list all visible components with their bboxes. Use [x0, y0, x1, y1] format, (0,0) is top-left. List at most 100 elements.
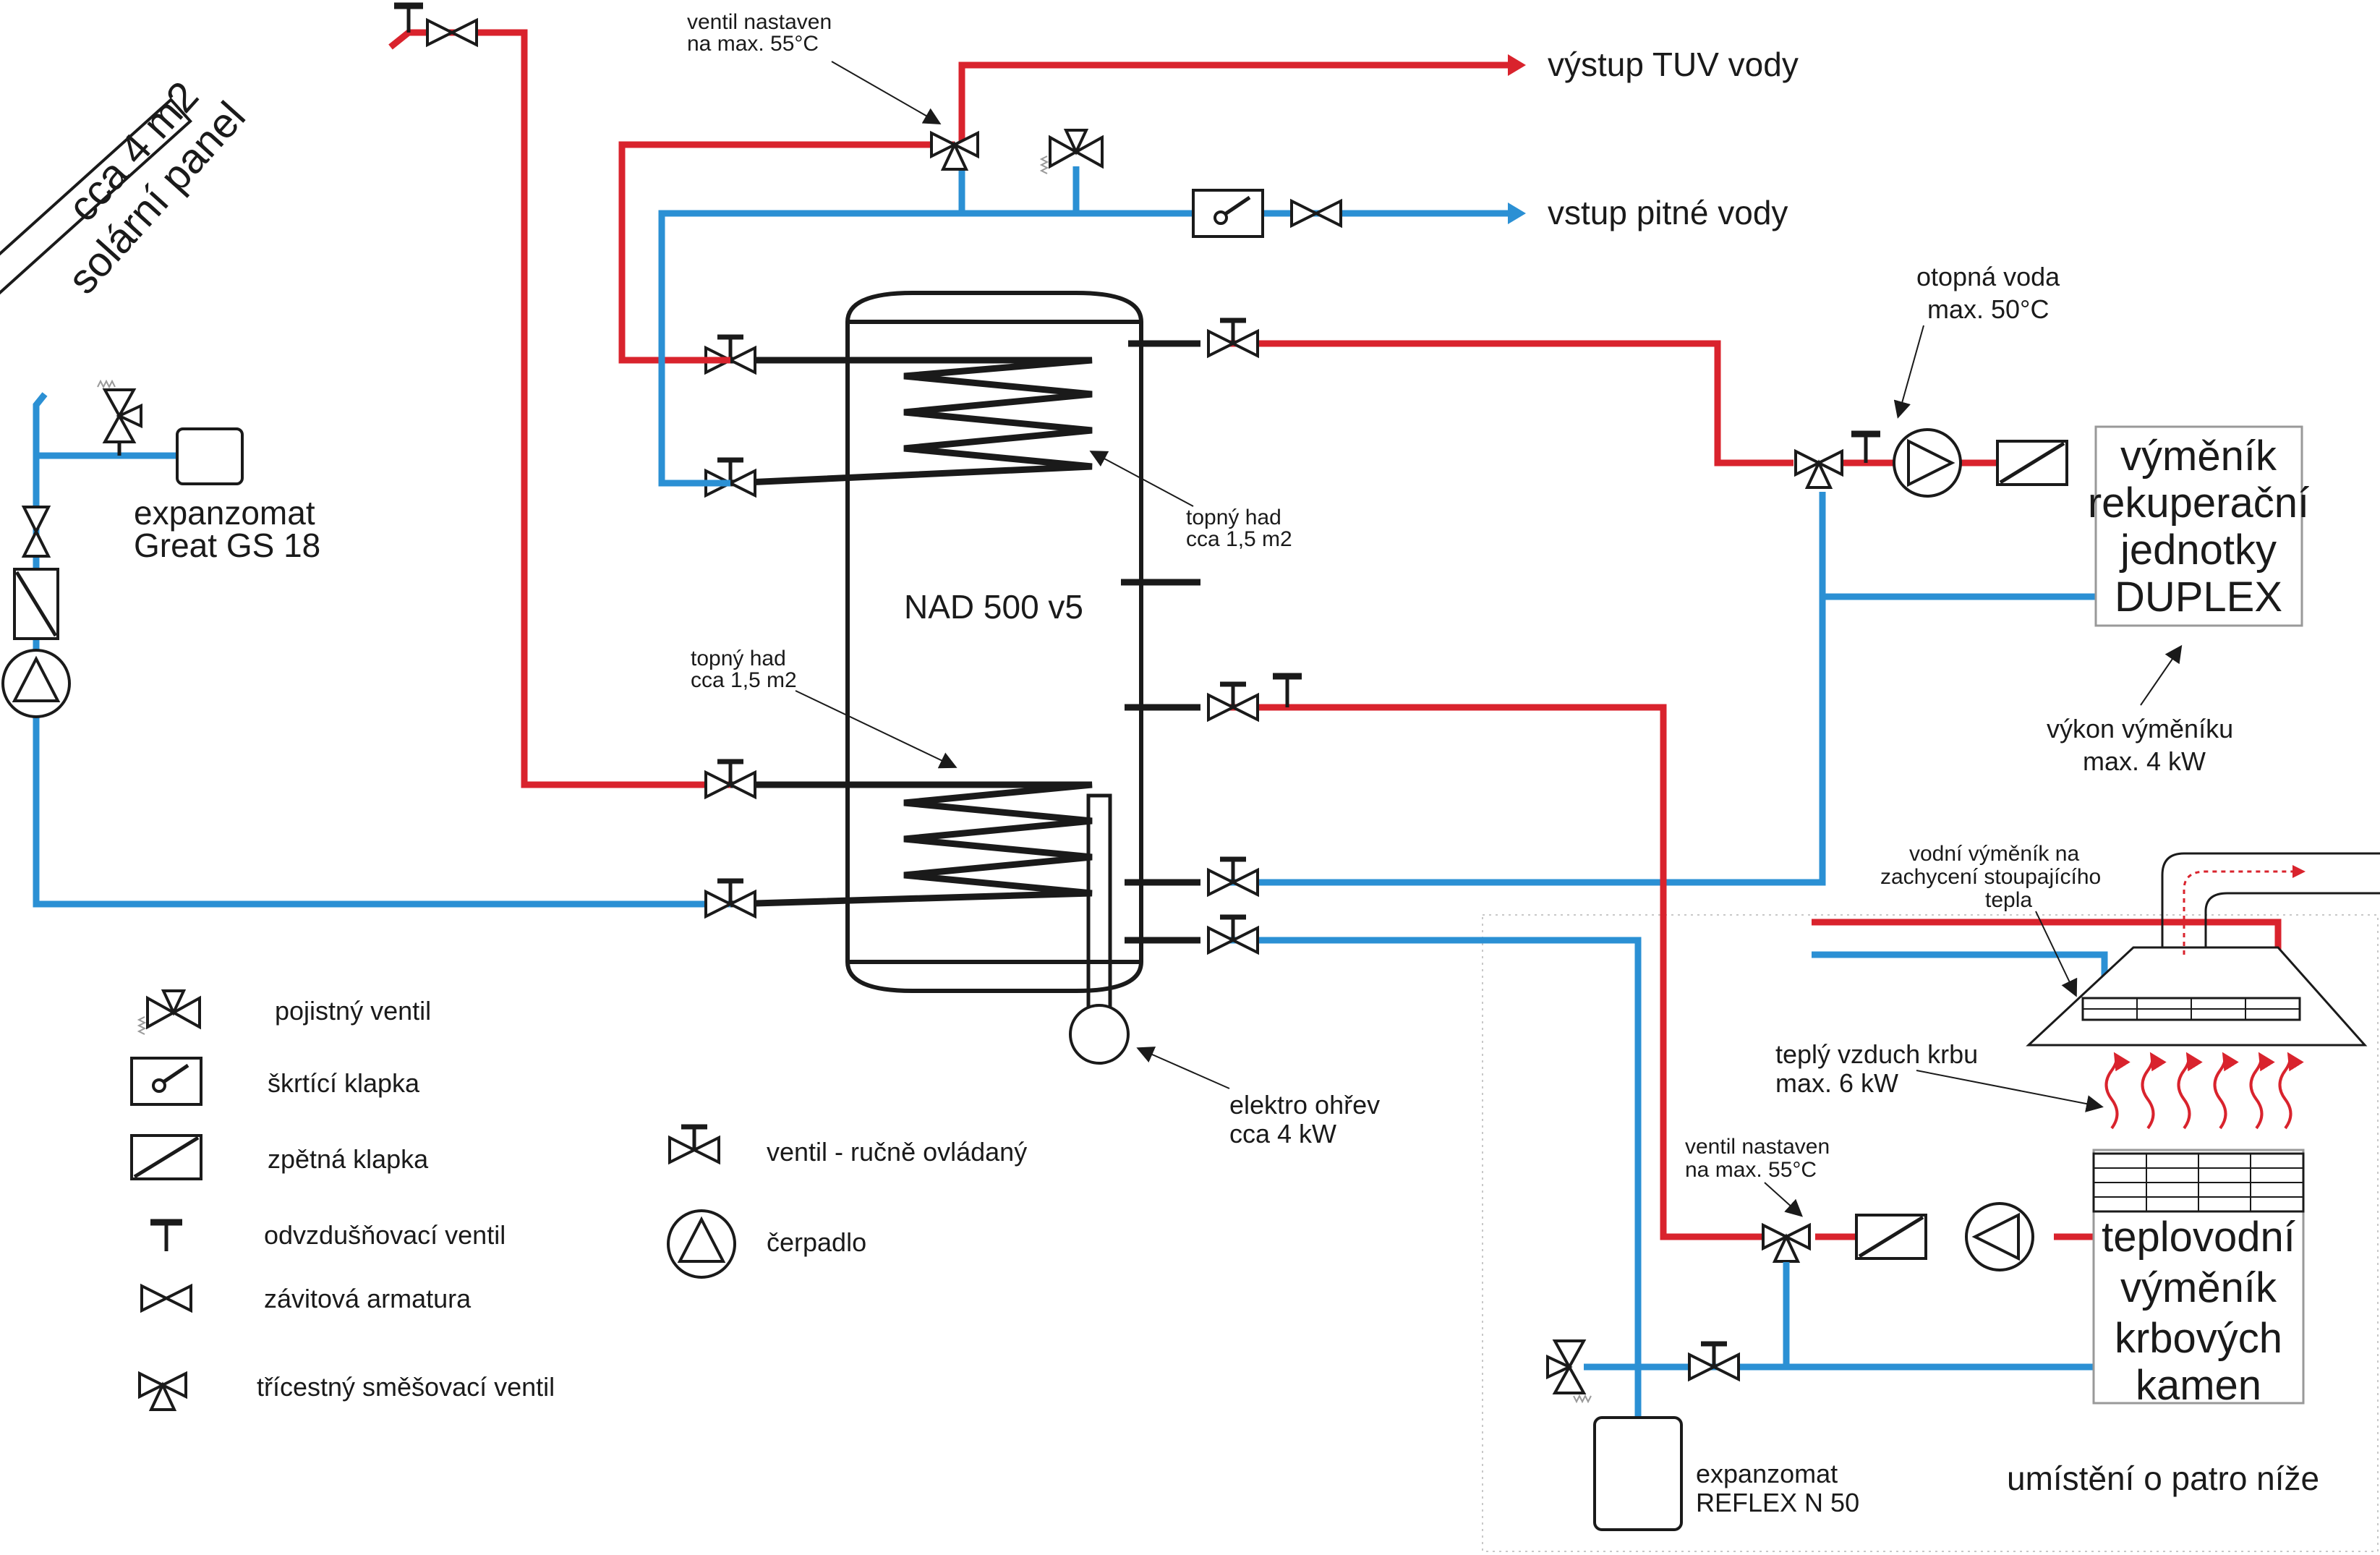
- coil-upper-label-2: cca 1,5 m2: [1186, 527, 1292, 551]
- coil-upper-label-1: topný had: [1186, 506, 1281, 529]
- fireplace-return-valve: [1208, 917, 1258, 953]
- top-mix-label-1: ventil nastaven: [687, 10, 832, 34]
- legend-check-flap-icon: [132, 1136, 201, 1179]
- duplex-supply-valve: [1208, 320, 1258, 356]
- solar-pump: [1, 649, 71, 718]
- upper-coil-outlet-valve: [706, 460, 755, 495]
- solar-panel: [0, 98, 192, 365]
- water-exch-label-3: tepla: [1985, 888, 2032, 912]
- fireplace-air-vent: [1273, 673, 1302, 707]
- legend-throttle-flap-icon: [132, 1058, 201, 1104]
- fire-exch-line3: krbových: [2115, 1315, 2282, 1362]
- lower-coil-inlet-valve: [706, 762, 755, 797]
- legend-threaded-fitting: závitová armatura: [264, 1284, 472, 1313]
- solar-fitting-vertical: [22, 506, 50, 558]
- duplex-power-label-2: max. 4 kW: [2083, 746, 2206, 776]
- warm-air-label-1: teplý vzduch krbu: [1775, 1039, 1978, 1069]
- solar-safety-valve: [96, 380, 142, 443]
- legend-air-vent: odvzdušňovací ventil: [264, 1220, 506, 1250]
- drinking-water-label: vstup pitné vody: [1548, 194, 1788, 231]
- floor-note: umístění o patro níže: [2007, 1460, 2319, 1497]
- solar-air-vent: [394, 2, 423, 33]
- expanzomat-top-line2: Great GS 18: [134, 527, 320, 564]
- fireplace-hot-pipe: [1229, 704, 1768, 1240]
- duplex-power-label-1: výkon výměníku: [2047, 714, 2233, 744]
- legend-air-vent-icon: [150, 1219, 182, 1251]
- fireplace-return-pipe: [1229, 937, 2097, 1428]
- fire-mix-label-1: ventil nastaven: [1685, 1135, 1830, 1159]
- legend-manual-valve-icon: [670, 1127, 719, 1162]
- heating-water-label-1: otopná voda: [1916, 262, 2060, 291]
- warm-air-waves: [2104, 1052, 2304, 1130]
- electric-heater-bulb: [1069, 1004, 1130, 1065]
- fire-mix-label-2: na max. 55°C: [1685, 1158, 1817, 1182]
- duplex-line4: DUPLEX: [2115, 574, 2282, 621]
- coil-lower-label-1: topný had: [691, 647, 786, 670]
- dhw-safety-valve: [1040, 129, 1104, 175]
- flue-water-exchanger: [2026, 852, 2380, 1047]
- legend-mixing-valve-icon: [138, 1372, 187, 1411]
- solar-return-pipe: [33, 392, 730, 908]
- legend-safety-valve-icon: [137, 989, 201, 1036]
- legend-manual-valve: ventil - ručně ovládaný: [767, 1137, 1027, 1167]
- fireplace-check-flap: [1856, 1215, 1926, 1258]
- dhw-mixing-valve: [930, 132, 979, 171]
- solar-fitting: [426, 19, 478, 46]
- legend-check-flap: zpětná klapka: [268, 1144, 429, 1174]
- upper-coil-inlet-valve: [706, 337, 755, 372]
- fire-exch-line2: výměník: [2120, 1264, 2277, 1311]
- tank-name: NAD 500 v5: [904, 588, 1083, 626]
- cold-water-pipe: [658, 210, 1515, 487]
- duplex-supply-pipe: [1229, 340, 1793, 466]
- water-exch-label-1: vodní výměník na: [1909, 842, 2079, 866]
- coil-lower-label-2: cca 1,5 m2: [691, 668, 797, 692]
- cold-throttle-flap: [1193, 190, 1263, 237]
- water-exch-label-2: zachycení stoupajícího: [1880, 865, 2101, 889]
- duplex-exchanger-box: [2094, 425, 2303, 627]
- exchanger-cold-pipe: [1812, 951, 2108, 998]
- legend-safety-valve: pojistný ventil: [275, 996, 431, 1026]
- legend-threaded-fitting-icon: [140, 1285, 192, 1312]
- fireplace-mixing-valve: [1762, 1224, 1811, 1263]
- dhw-output-label: výstup TUV vody: [1548, 46, 1799, 83]
- legend-mixing-valve: třícestný směšovací ventil: [257, 1372, 555, 1402]
- top-mix-label-2: na max. 55°C: [687, 32, 819, 56]
- fireplace-grid: [2092, 1152, 2305, 1213]
- expansion-vessel-bottom: [1593, 1416, 1683, 1531]
- legend-throttle-flap: škrtící klapka: [268, 1068, 420, 1098]
- duplex-line2: rekuperační: [2088, 480, 2309, 527]
- expanzomat-bottom-line2: REFLEX N 50: [1696, 1488, 1859, 1517]
- cold-inlet-fitting: [1290, 200, 1342, 227]
- duplex-mixing-valve: [1794, 450, 1843, 489]
- lower-floor-area: [1482, 914, 2379, 1552]
- fire-exch-line4: kamen: [2136, 1362, 2261, 1409]
- legend-pump-icon: [667, 1209, 736, 1279]
- heating-water-label-2: max. 50°C: [1927, 294, 2049, 324]
- solar-hot-pipe: [388, 29, 730, 788]
- heater-label-1: elektro ohřev: [1229, 1090, 1380, 1120]
- legend: pojistný ventil škrtící klapka zpětná kl…: [132, 989, 1027, 1411]
- fireplace-pump: [1965, 1202, 2034, 1271]
- duplex-air-vent: [1851, 430, 1880, 463]
- lower-coil: [730, 781, 1093, 908]
- duplex-pump: [1893, 428, 1962, 498]
- duplex-return-pipe: [1229, 492, 1826, 886]
- solar-check-flap: [14, 569, 58, 639]
- duplex-line1: výměník: [2120, 433, 2277, 480]
- fireplace-hot-valve: [1208, 684, 1258, 720]
- lower-coil-outlet-valve: [706, 881, 755, 916]
- duplex-return-valve: [1208, 859, 1258, 895]
- duplex-line3: jednotky: [2119, 527, 2277, 574]
- duplex-check-flap: [1997, 441, 2067, 485]
- fireplace-manual-valve: [1689, 1344, 1739, 1379]
- fire-exch-line1: teplovodní: [2102, 1214, 2295, 1261]
- expansion-vessel-top: [176, 427, 244, 485]
- dhw-output-pipe: [958, 61, 1515, 145]
- upper-coil: [730, 357, 1093, 487]
- expanzomat-bottom-line1: expanzomat: [1696, 1459, 1838, 1488]
- warm-air-label-2: max. 6 kW: [1775, 1068, 1898, 1098]
- expanzomat-top-line1: expanzomat: [134, 494, 315, 532]
- heater-label-2: cca 4 kW: [1229, 1119, 1336, 1149]
- dhw-hot-loop-pipe: [618, 141, 955, 364]
